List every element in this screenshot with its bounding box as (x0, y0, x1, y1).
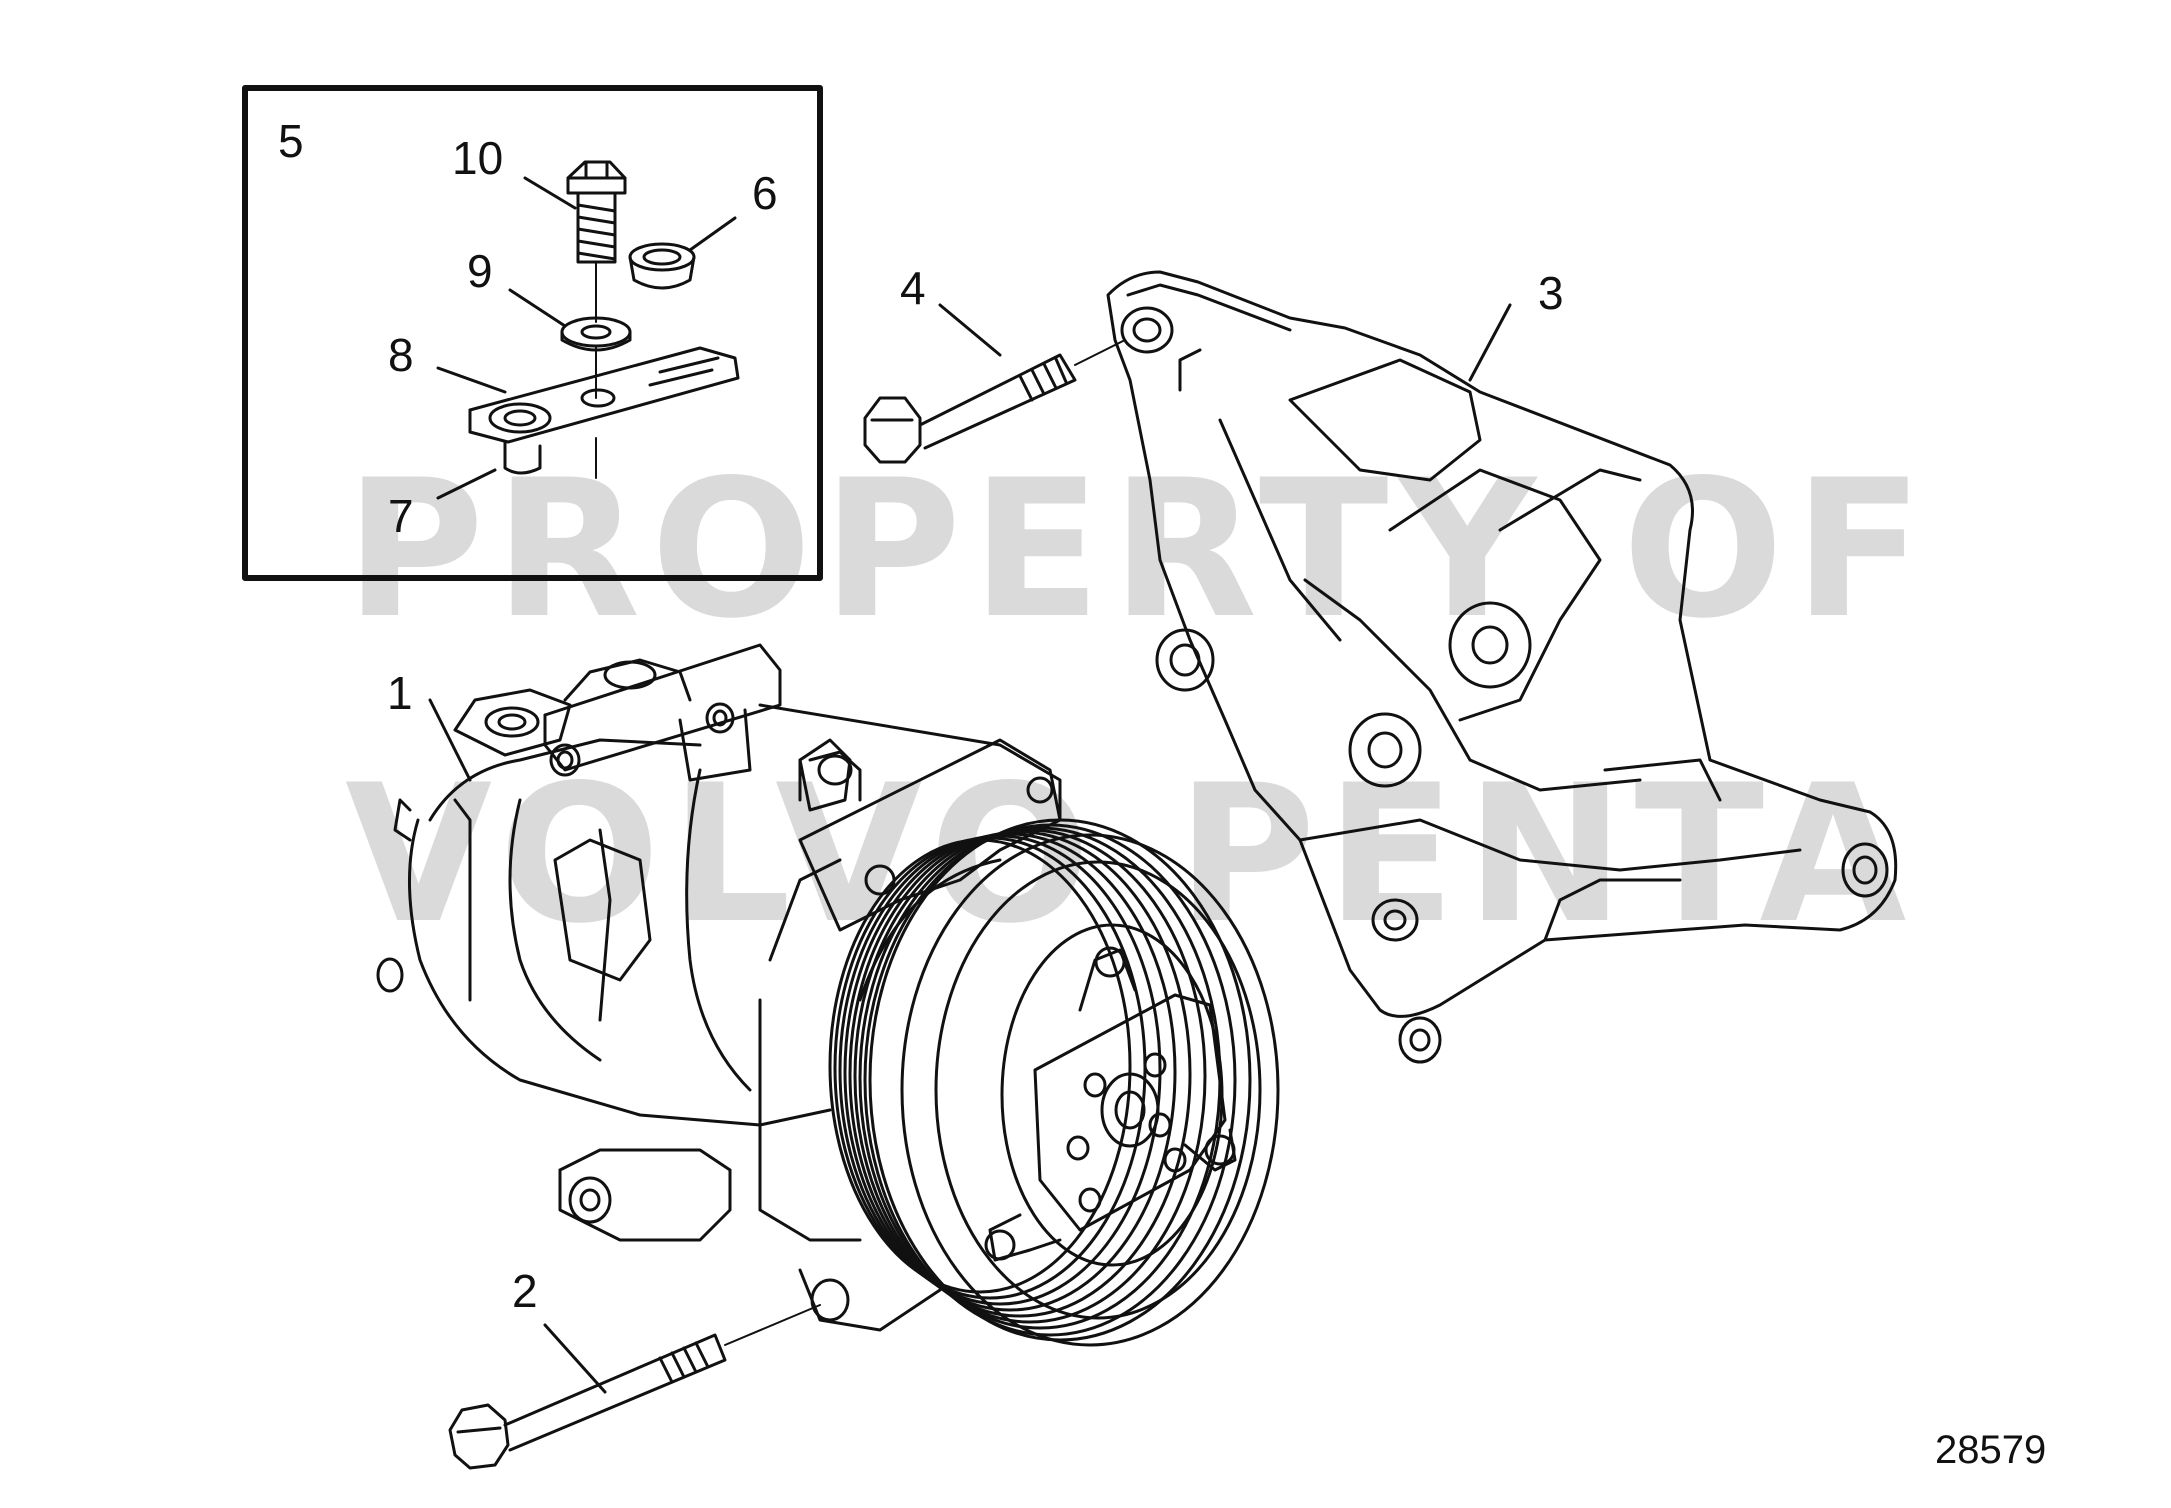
bracket-3 (1106, 270, 1898, 1064)
leader-8 (436, 366, 507, 394)
callout-6: 6 (752, 167, 778, 219)
callout-3: 3 (1538, 267, 1564, 319)
inset-sleeve-6 (628, 242, 696, 290)
inset-bracket-8 (468, 345, 740, 479)
leader-2 (543, 1323, 607, 1394)
leader-6 (688, 216, 737, 252)
callout-2: 2 (512, 1265, 538, 1317)
compressor-1 (376, 643, 1062, 1242)
leader-1 (428, 698, 472, 782)
callout-5: 5 (278, 115, 304, 167)
callout-4: 4 (900, 262, 926, 314)
callout-1: 1 (387, 667, 413, 719)
watermark-line-2: VOLVO PENTA (345, 744, 1917, 965)
bolt-2 (448, 1304, 821, 1470)
leader-9 (508, 288, 567, 328)
leader-7 (436, 468, 497, 500)
callout-9: 9 (467, 245, 493, 297)
leader-4 (938, 303, 1002, 357)
leader-3 (1468, 303, 1512, 382)
bolt-4 (863, 339, 1126, 464)
document-number: 28579 (1935, 1428, 2047, 1472)
callout-7: 7 (388, 490, 414, 542)
pulley-clutch (758, 738, 1280, 1347)
callout-8: 8 (388, 329, 414, 381)
callout-10: 10 (452, 132, 504, 184)
inset-bolt-10 (566, 160, 627, 323)
leader-10 (523, 176, 577, 210)
watermark-line-1: PROPERTY OF (345, 439, 1934, 660)
inset-box (242, 85, 823, 581)
